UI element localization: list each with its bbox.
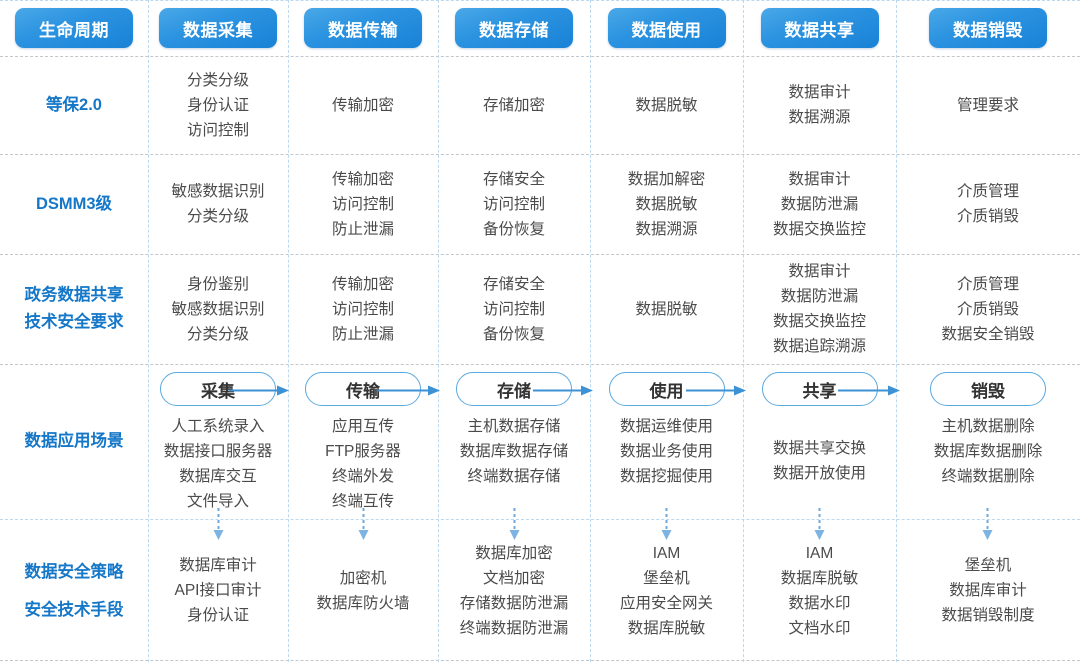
stage-pill-wrap-destroy: 销毁 [896,372,1080,406]
cell-govshare-use: 数据脱敏 [635,300,698,318]
scenario-list-use: 数据运维使用 数据业务使用 数据挖掘使用 [619,418,713,485]
header-cell-transfer: 数据传输 [288,0,438,56]
row-label-scenario: 数据应用场景 [24,432,124,450]
cell-dsmm-transfer: 传输加密 访问控制 防止泄漏 [331,170,394,238]
drop-arrow-use [661,508,672,540]
flow-arrow-share-to-destroy [838,385,900,396]
flow-arrow-transfer-to-storage [378,385,440,396]
header-button-transfer[interactable]: 数据传输 [304,8,422,48]
cell-dsmm-destroy: 介质管理 介质销毁 [956,183,1019,225]
cell-strategy-storage: 数据库加密 文档加密 存储数据防泄漏 终端数据防泄漏 [459,544,569,637]
col-divider-2 [288,0,289,662]
header-cell-share: 数据共享 [743,0,896,56]
scenario-list-collect: 人工系统录入 数据接口服务器 数据库交互 文件导入 [163,418,273,510]
header-button-lifecycle[interactable]: 生命周期 [15,8,133,48]
cell-govshare-share: 数据审计 数据防泄漏 数据交换监控 数据追踪溯源 [772,263,866,355]
drop-arrow-destroy [982,508,993,540]
row-divider-1 [0,154,1080,155]
flow-arrow-use-to-share [686,385,746,396]
row-label-govshare: 政务数据共享 技术安全要求 [24,286,124,331]
scenario-list-transfer: 应用互传 FTP服务器 终端外发 终端互传 [325,418,401,510]
drop-arrow-collect [213,508,224,540]
col-divider-5 [743,0,744,662]
cell-dengbao-destroy: 管理要求 [956,96,1019,114]
cell-govshare-transfer: 传输加密 访问控制 防止泄漏 [331,275,394,343]
cell-strategy-destroy: 堡垒机 数据库审计 数据销毁制度 [941,557,1035,624]
cell-dsmm-collect: 敏感数据识别 分类分级 [171,183,265,225]
cell-dengbao-storage: 存储加密 [482,96,545,114]
row-label-dengbao: 等保2.0 [46,95,102,114]
header-cell-use: 数据使用 [590,0,743,56]
scenario-list-storage: 主机数据存储 数据库数据存储 终端数据存储 [459,418,569,485]
cell-dengbao-use: 数据脱敏 [635,96,698,114]
row-divider-header [0,56,1080,57]
drop-arrow-storage [509,508,520,540]
drop-arrow-share [814,508,825,540]
cell-dengbao-transfer: 传输加密 [331,96,394,114]
cell-govshare-destroy: 介质管理 介质销毁 数据安全销毁 [941,275,1035,343]
header-cell-collect: 数据采集 [148,0,288,56]
row-divider-4 [0,519,1080,520]
header-button-share[interactable]: 数据共享 [760,8,879,48]
cell-strategy-collect: 数据库审计 API接口审计 身份认证 [174,557,262,624]
header-button-destroy[interactable]: 数据销毁 [929,8,1047,48]
flow-arrow-collect-to-transfer [229,385,289,396]
cell-dsmm-use: 数据加解密 数据脱敏 数据溯源 [627,170,706,238]
cell-scenario-destroy: 销毁 主机数据删除 数据库数据删除 终端数据删除 [896,364,1080,519]
col-divider-4 [590,0,591,662]
header-cell-destroy: 数据销毁 [896,0,1080,56]
col-divider-1 [148,0,149,662]
stage-pill-destroy[interactable]: 销毁 [930,372,1046,406]
header-button-use[interactable]: 数据使用 [607,8,726,48]
cell-dsmm-storage: 存储安全 访问控制 备份恢复 [482,170,545,238]
scenario-list-share: 数据共享交换 数据开放使用 [772,440,866,482]
cell-strategy-transfer: 加密机 数据库防火墙 [316,569,410,612]
bottom-divider [0,660,1080,661]
scenario-list-destroy: 主机数据删除 数据库数据删除 终端数据删除 [933,418,1043,485]
top-divider [0,0,1080,1]
row-label-strategy: 数据安全策略 安全技术手段 [24,562,124,619]
col-divider-6 [896,0,897,662]
header-button-storage[interactable]: 数据存储 [455,8,573,48]
cell-govshare-storage: 存储安全 访问控制 备份恢复 [482,275,545,343]
header-cell-storage: 数据存储 [438,0,590,56]
cell-dsmm-share: 数据审计 数据防泄漏 数据交换监控 [772,170,866,238]
cell-dengbao-collect: 分类分级 身份认证 访问控制 [186,71,249,139]
cell-govshare-collect: 身份鉴别 敏感数据识别 分类分级 [171,275,265,343]
cell-dengbao-share: 数据审计 数据溯源 [788,84,851,126]
cell-strategy-share: IAM 数据库脱敏 数据水印 文档水印 [780,544,859,637]
col-divider-3 [438,0,439,662]
row-divider-2 [0,254,1080,255]
row-divider-3 [0,364,1080,365]
drop-arrow-transfer [358,508,369,540]
cell-strategy-use: IAM 堡垒机 应用安全网关 数据库脱敏 [619,544,713,637]
header-cell-lifecycle: 生命周期 [0,0,148,56]
flow-arrow-storage-to-use [533,385,593,396]
row-label-dsmm: DSMM3级 [35,194,113,213]
header-button-collect[interactable]: 数据采集 [159,8,277,48]
